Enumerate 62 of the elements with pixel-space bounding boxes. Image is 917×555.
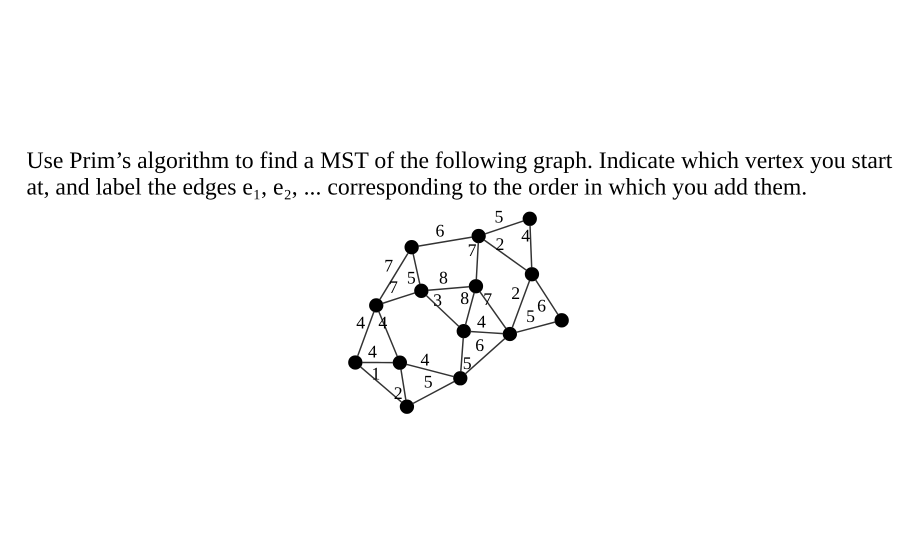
connector: [516, 320, 556, 333]
edge-label: 4: [521, 224, 530, 245]
edge-label: 5: [462, 352, 472, 372]
edge-label: 2: [511, 282, 520, 303]
edge-label: 7: [384, 254, 394, 275]
edge-label: 5: [494, 206, 504, 226]
connector: [484, 220, 524, 234]
edge-label: 4: [356, 312, 366, 332]
connector: [360, 366, 402, 402]
edge-label: 6: [436, 220, 444, 240]
connector: [484, 238, 527, 270]
node-circle: [400, 399, 414, 414]
node-circle: [404, 240, 419, 254]
connector: [400, 368, 407, 400]
node-circle: [472, 228, 486, 243]
edge-label: 6: [537, 294, 546, 315]
edge-label: 4: [477, 311, 486, 332]
edge-label: 6: [475, 334, 484, 355]
connector: [382, 292, 416, 304]
connector: [379, 252, 409, 300]
diagram-title: Use Prim’s algorithm to find a MST of the following graph. Indicate which vertex you start at, and label the edges e₁, e₂, ... corresponding to the order in which you add them.: [26, 147, 892, 200]
node-circle: [348, 354, 362, 370]
connector: [476, 242, 480, 280]
edge-label: 2: [394, 382, 403, 402]
node-circle: [453, 370, 468, 385]
edge-label: 7: [389, 276, 398, 297]
connector: [428, 286, 470, 290]
node-circle: [468, 278, 484, 293]
connector: [406, 363, 454, 377]
connector: [362, 361, 394, 363]
connector: [412, 380, 454, 404]
edge-label: 8: [460, 287, 470, 308]
node-circle: [369, 298, 384, 312]
edge-label: 3: [433, 290, 442, 310]
edge-label: 5: [406, 266, 416, 287]
connector: [511, 280, 530, 328]
edge-label: 5: [424, 371, 433, 392]
connector: [479, 290, 507, 328]
connector: [460, 337, 464, 372]
connector: [534, 278, 559, 315]
edge-label: 4: [368, 341, 377, 362]
node-circle: [414, 283, 428, 298]
connector: [357, 310, 375, 356]
node-circle: [524, 266, 540, 281]
node-circle: [456, 324, 471, 338]
edge-label: 7: [468, 240, 477, 260]
connector: [412, 253, 421, 284]
edge-label: 4: [420, 348, 430, 369]
edge-label: 8: [438, 266, 448, 287]
connector: [426, 294, 460, 327]
edge-label: 2: [496, 233, 504, 254]
connector: [529, 225, 532, 267]
node-circle: [502, 326, 517, 341]
node-circle: [392, 355, 407, 370]
connector: [464, 338, 506, 374]
connector: [418, 236, 472, 246]
connector: [470, 330, 504, 334]
connector: [464, 292, 475, 325]
edge-label: 1: [371, 362, 380, 383]
edge-label: 5: [526, 306, 536, 326]
node-circle: [554, 312, 569, 327]
node-circle: [522, 211, 537, 226]
